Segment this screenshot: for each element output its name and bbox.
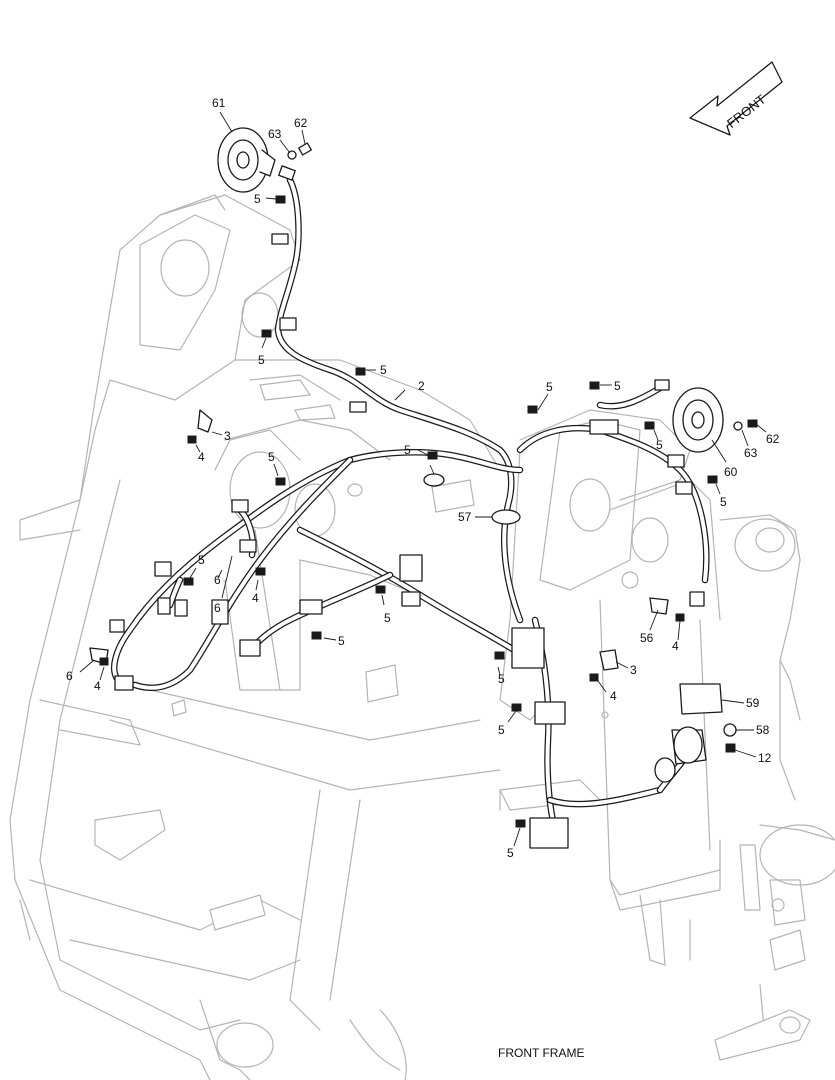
- callout-5: 5: [546, 380, 553, 394]
- callout-62: 62: [294, 116, 308, 130]
- leader-lines: [79, 111, 767, 847]
- callout-5: 5: [498, 672, 505, 686]
- front-frame-structure: [9, 194, 835, 1080]
- callout-61: 61: [212, 96, 226, 110]
- callout-5: 5: [614, 379, 621, 393]
- callout-6: 6: [214, 601, 221, 615]
- callout-3: 3: [224, 429, 231, 443]
- callout-4: 4: [94, 679, 101, 693]
- diagram-caption: FRONT FRAME: [498, 1046, 584, 1060]
- callout-5: 5: [404, 443, 411, 457]
- callout-4: 4: [610, 689, 617, 703]
- callout-3: 3: [630, 663, 637, 677]
- callout-5: 5: [198, 553, 205, 567]
- callout-5: 5: [258, 353, 265, 367]
- callout-57: 57: [458, 510, 472, 524]
- horn-60: [654, 379, 724, 453]
- callout-5: 5: [656, 438, 663, 452]
- callout-62: 62: [766, 432, 780, 446]
- callout-59: 59: [746, 696, 760, 710]
- callout-12: 12: [758, 751, 772, 765]
- callout-numbers: 61 63 62 5 5 5 2 3 4 5 5 57 5 6 4 6 6 4 …: [66, 96, 780, 860]
- callout-5: 5: [338, 634, 345, 648]
- callout-5: 5: [720, 495, 727, 509]
- callout-2: 2: [418, 379, 425, 393]
- callout-5: 5: [380, 363, 387, 377]
- callout-5: 5: [254, 192, 261, 206]
- front-direction-arrow: FRONT: [689, 61, 783, 136]
- horn-61: [217, 127, 296, 193]
- callout-5: 5: [507, 846, 514, 860]
- wiring-harness-2: [111, 176, 710, 849]
- callout-58: 58: [756, 723, 770, 737]
- callout-63: 63: [744, 446, 758, 460]
- callout-4: 4: [198, 450, 205, 464]
- callout-63: 63: [268, 127, 282, 141]
- callout-5: 5: [498, 723, 505, 737]
- callout-56: 56: [640, 631, 654, 645]
- callout-4: 4: [252, 591, 259, 605]
- callout-5: 5: [268, 450, 275, 464]
- bolts-and-clamps: [89, 142, 758, 849]
- callout-4: 4: [672, 639, 679, 653]
- callout-6: 6: [214, 573, 221, 587]
- callout-6: 6: [66, 669, 73, 683]
- callout-5: 5: [384, 611, 391, 625]
- callout-60: 60: [724, 465, 738, 479]
